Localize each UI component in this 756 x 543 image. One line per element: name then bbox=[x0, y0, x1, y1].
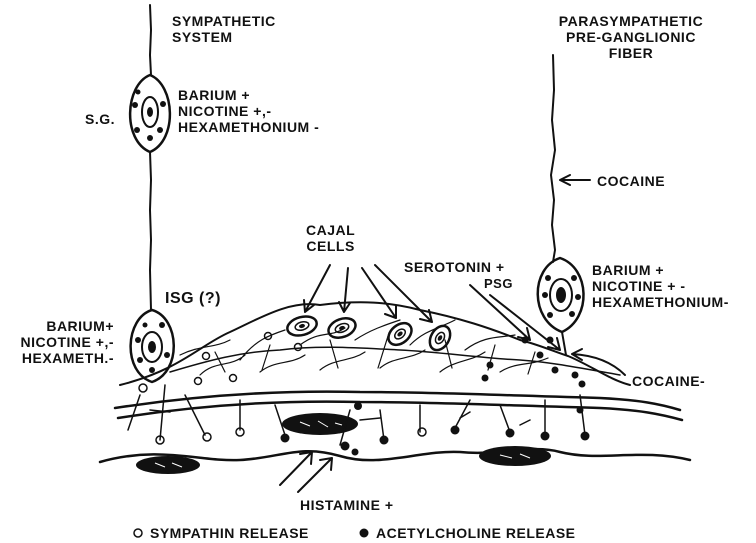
sympathetic-fiber bbox=[150, 5, 151, 310]
psg-drugs-label: BARIUM + NICOTINE + - HEXAMETHONIUM- bbox=[592, 262, 729, 310]
psg-label: PSG bbox=[484, 276, 513, 292]
cocaine-right-label: COCAINE- bbox=[632, 373, 705, 389]
psg-ganglion bbox=[538, 258, 584, 355]
serotonin-label: SEROTONIN + bbox=[404, 259, 505, 275]
sg-drugs-label: BARIUM + NICOTINE +,- HEXAMETHONIUM - bbox=[178, 87, 319, 135]
histamine-arrows bbox=[280, 452, 332, 492]
legend-open-circle bbox=[134, 529, 142, 537]
legend-acetylcholine-label: ACETYLCHOLINE RELEASE bbox=[376, 525, 576, 541]
histamine-label: HISTAMINE + bbox=[300, 497, 394, 513]
parasympathetic-label: PARASYMPATHETIC PRE-GANGLIONIC FIBER bbox=[546, 13, 716, 61]
sympathetic-ganglion bbox=[130, 75, 170, 152]
isg-drugs-label: BARIUM+ NICOTINE +,- HEXAMETH.- bbox=[6, 318, 114, 366]
nerve-endings bbox=[128, 385, 585, 445]
sg-label: S.G. bbox=[85, 111, 115, 127]
isg-ganglion bbox=[131, 310, 174, 382]
legend-filled-dot bbox=[360, 529, 369, 538]
cajal-cells-label: CAJAL CELLS bbox=[306, 222, 355, 254]
parasympathetic-fiber bbox=[551, 55, 555, 262]
legend-sympathin-label: SYMPATHIN RELEASE bbox=[150, 525, 309, 541]
cocaine-top-label: COCAINE bbox=[597, 173, 665, 189]
sympathetic-system-label: SYMPATHETIC SYSTEM bbox=[172, 13, 276, 45]
muscle-layer-middle bbox=[118, 402, 682, 420]
isg-label: ISG (?) bbox=[165, 291, 221, 307]
